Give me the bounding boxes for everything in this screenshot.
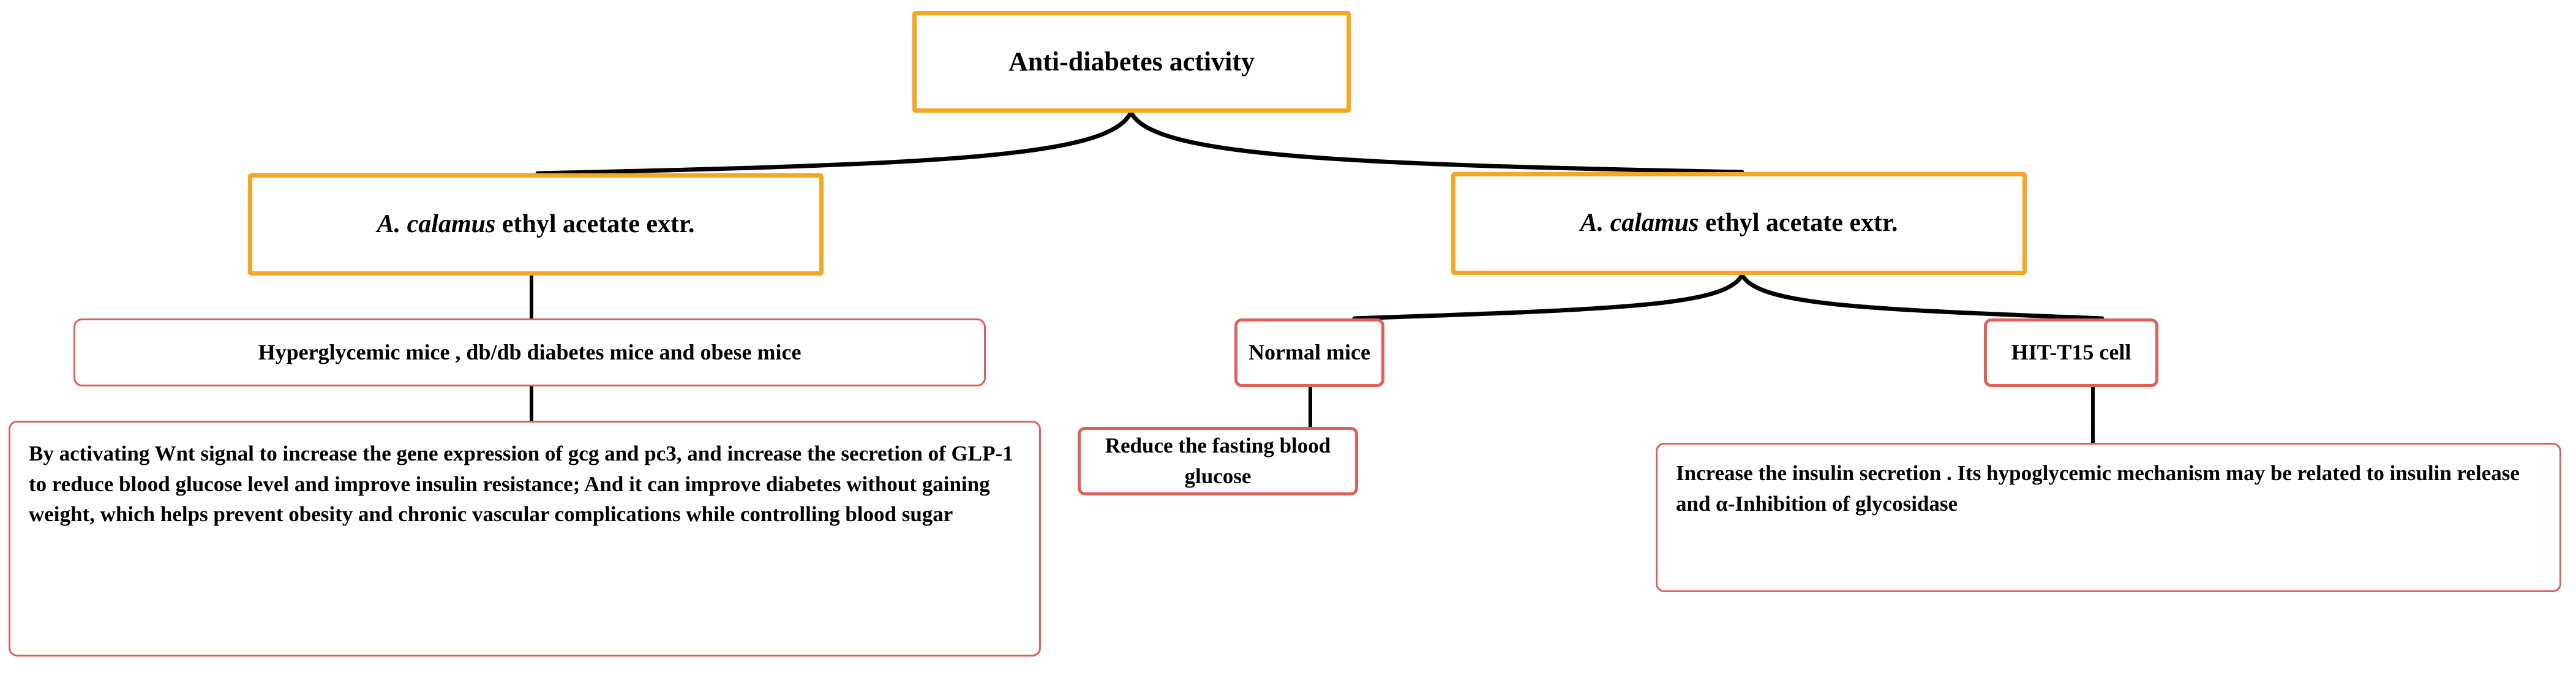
result-node-hit-t15-cell-text: Increase the insulin secretion . Its hyp… [1676, 461, 2520, 516]
result-node-hit-t15-cell[interactable]: Increase the insulin secretion . Its hyp… [1656, 443, 2561, 592]
species-name-left: A. calamus [377, 209, 496, 238]
species-name-right: A. calamus [1580, 209, 1699, 238]
root-node-anti-diabetes-activity[interactable]: Anti-diabetes activity [912, 11, 1351, 113]
connector-root-to-left-extract [535, 110, 1133, 176]
model-node-normal-mice[interactable]: Normal mice [1234, 318, 1384, 387]
result-node-normal-mice[interactable]: Reduce the fasting blood glucose [1078, 427, 1358, 495]
branch-node-right-extract[interactable]: A. calamus ethyl acetate extr. [1451, 172, 2027, 275]
model-node-normal-mice-label: Normal mice [1249, 340, 1370, 365]
connector-root-to-right-extract [1128, 110, 1744, 175]
model-node-hit-t15-cell-label: HIT-T15 cell [2011, 340, 2131, 365]
extract-suffix-left: ethyl acetate extr. [495, 209, 695, 238]
root-node-label: Anti-diabetes activity [1008, 46, 1255, 77]
model-node-hit-t15-cell[interactable]: HIT-T15 cell [1984, 318, 2158, 387]
extract-suffix-right: ethyl acetate extr. [1699, 209, 1898, 238]
branch-node-right-extract-label: A. calamus ethyl acetate extr. [1455, 205, 2022, 242]
branch-node-left-extract[interactable]: A. calamus ethyl acetate extr. [248, 173, 824, 276]
result-node-left-extract[interactable]: By activating Wnt signal to increase the… [9, 421, 1041, 657]
model-node-hyperglycemic-mice-label: Hyperglycemic mice , db/db diabetes mice… [258, 339, 802, 364]
result-node-left-extract-text: By activating Wnt signal to increase the… [29, 442, 1013, 527]
branch-node-left-extract-label: A. calamus ethyl acetate extr. [252, 206, 819, 243]
model-node-hyperglycemic-mice[interactable]: Hyperglycemic mice , db/db diabetes mice… [73, 318, 986, 386]
result-node-normal-mice-text: Reduce the fasting blood glucose [1105, 434, 1331, 488]
connector-right-extract-to-hit-t15 [1740, 273, 2105, 321]
connector-right-extract-to-normal-mice [1352, 273, 1744, 321]
